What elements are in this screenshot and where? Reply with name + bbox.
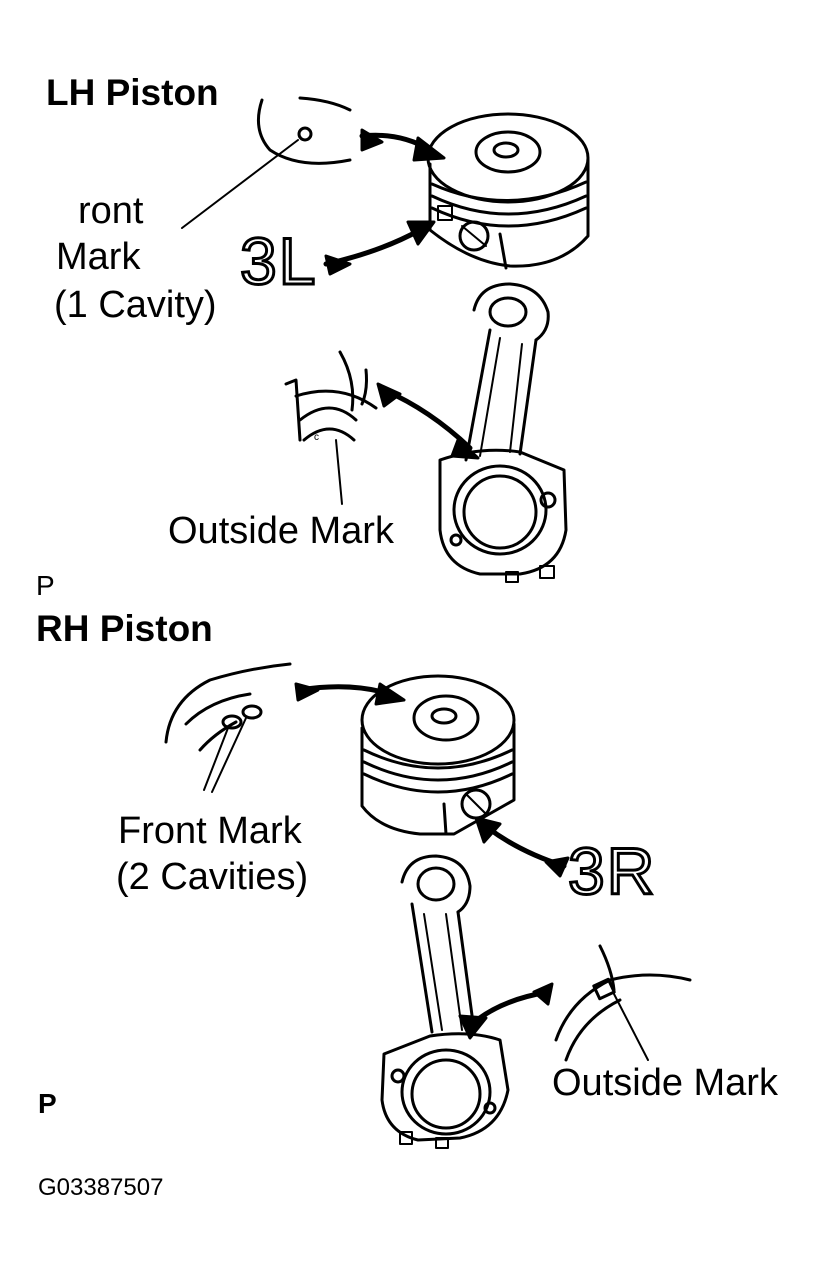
rh-front-mark-label-line2: (2 Cavities)	[116, 856, 309, 898]
rh-page-letter: P	[38, 1088, 57, 1119]
rh-piston-title: RH Piston	[36, 608, 213, 649]
rh-front-mark-detail	[164, 662, 292, 793]
rh-front-mark-leader-2	[211, 717, 247, 793]
lh-front-mark-leader	[181, 139, 299, 229]
lh-page-letter: P	[36, 570, 55, 601]
lh-connecting-rod-icon	[438, 282, 568, 583]
lh-outside-mark-leader	[335, 439, 343, 505]
rh-outside-mark-detail	[458, 944, 692, 1062]
lh-code-arrow-icon	[323, 220, 436, 276]
rh-front-mark-leader-1	[203, 727, 229, 791]
rh-outside-mark-leader	[613, 993, 649, 1061]
lh-piston-title: LH Piston	[46, 72, 219, 113]
lh-front-mark-cavity-icon	[297, 126, 313, 142]
rh-cavity-2-icon	[241, 704, 263, 720]
lh-outside-mark-label: Outside Mark	[168, 510, 394, 552]
lh-crown-arrow-icon	[359, 128, 446, 162]
rh-connecting-rod-icon	[380, 854, 510, 1149]
rh-piston-code: 3R	[566, 834, 657, 908]
rh-code-arrow-icon	[474, 816, 570, 878]
rh-outside-mark-label: Outside Mark	[552, 1062, 778, 1104]
lh-outside-mark-detail: c	[284, 350, 480, 505]
rh-front-mark-label-line1: Front Mark	[118, 810, 302, 852]
lh-front-mark-label-line2: Mark	[56, 236, 141, 278]
lh-front-mark-detail	[181, 96, 352, 229]
lh-piston-icon	[426, 112, 590, 270]
rh-cavity-1-icon	[221, 714, 243, 730]
rh-piston-icon	[360, 674, 516, 836]
svg-text:c: c	[314, 432, 319, 443]
lh-front-mark-label-line1: ront	[78, 190, 144, 232]
figure-reference-code: G03387507	[38, 1174, 164, 1201]
lh-front-mark-label-line3: (1 Cavity)	[54, 284, 217, 326]
lh-piston-code: 3L	[238, 224, 318, 298]
